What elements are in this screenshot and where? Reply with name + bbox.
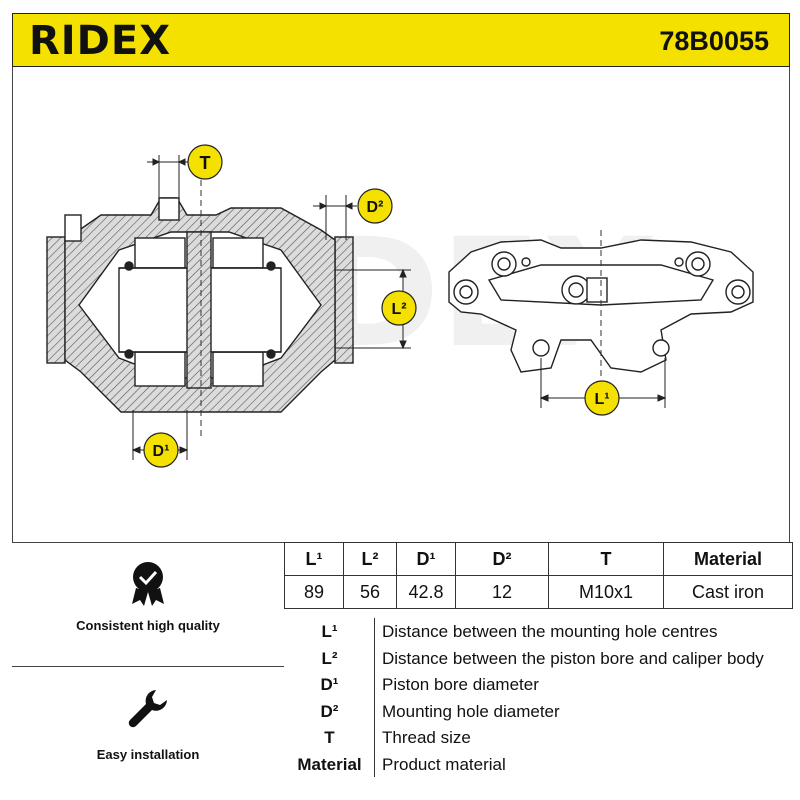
feature-installation: Easy installation xyxy=(12,666,284,787)
wrench-icon xyxy=(128,690,167,728)
legend-row: Material Product material xyxy=(284,750,790,777)
callout-d2-label: D² xyxy=(367,199,384,216)
legend-row: D¹ Piston bore diameter xyxy=(284,671,790,698)
legend-row: D² Mounting hole diameter xyxy=(284,697,790,724)
legend-row: L¹ Distance between the mounting hole ce… xyxy=(284,618,790,645)
legend-desc: Thread size xyxy=(382,728,471,747)
legend-desc: Distance between the mounting hole centr… xyxy=(382,622,718,641)
feature-quality: Consistent high quality xyxy=(12,560,284,665)
spec-header-material: Material xyxy=(663,542,793,576)
brand-logo: RIDEX xyxy=(29,18,172,64)
feature-quality-label: Consistent high quality xyxy=(76,618,220,633)
spec-table: L¹ L² D¹ D² T Material 89 56 42.8 12 M10… xyxy=(284,542,793,609)
technical-drawing-frame: RIDEX xyxy=(12,67,790,543)
part-number: 78B0055 xyxy=(659,26,769,56)
dimension-d2 xyxy=(313,195,357,240)
legend-row: L² Distance between the piston bore and … xyxy=(284,644,790,671)
caliper-section-view xyxy=(46,197,354,413)
callout-d1-label: D¹ xyxy=(153,443,170,460)
spec-value-t: M10x1 xyxy=(548,575,664,609)
spec-header-l1: L¹ xyxy=(284,542,344,576)
legend-key: Material xyxy=(297,754,362,774)
spec-header-d2: D² xyxy=(455,542,549,576)
legend-key: L¹ xyxy=(321,622,338,641)
spec-table-value-row: 89 56 42.8 12 M10x1 Cast iron xyxy=(284,575,793,609)
spec-value-l1: 89 xyxy=(284,575,344,609)
legend-desc: Distance between the piston bore and cal… xyxy=(382,648,764,668)
callout-d1 xyxy=(143,432,179,468)
caliper-technical-drawing: RIDEX xyxy=(46,144,754,468)
legend-key: L² xyxy=(321,648,338,668)
callout-l1-label: L¹ xyxy=(594,391,609,408)
quality-badge-icon xyxy=(132,562,164,606)
callout-t-label: T xyxy=(200,153,211,173)
callout-l2-label: L² xyxy=(391,301,406,318)
callout-d2 xyxy=(357,188,393,224)
spec-header-l2: L² xyxy=(343,542,397,576)
dimension-t xyxy=(147,155,191,200)
spec-value-material: Cast iron xyxy=(663,575,793,609)
legend-row: T Thread size xyxy=(284,724,790,751)
spec-header-d1: D¹ xyxy=(396,542,456,576)
legend-key: T xyxy=(324,728,335,747)
spec-value-l2: 56 xyxy=(343,575,397,609)
legend-desc: Piston bore diameter xyxy=(382,675,539,694)
callout-l2 xyxy=(381,290,417,326)
spec-value-d2: 12 xyxy=(455,575,549,609)
callout-t xyxy=(187,144,223,180)
spec-table-header-row: L¹ L² D¹ D² T Material xyxy=(284,542,793,576)
spec-header-t: T xyxy=(548,542,664,576)
feature-installation-label: Easy installation xyxy=(96,747,200,762)
header-bar: RIDEX 78B0055 xyxy=(12,13,790,67)
legend-desc: Mounting hole diameter xyxy=(382,701,560,721)
legend-key: D² xyxy=(320,701,339,721)
spec-value-d1: 42.8 xyxy=(396,575,456,609)
legend-desc: Product material xyxy=(382,754,506,774)
callout-l1 xyxy=(584,380,620,416)
legend-key: D¹ xyxy=(320,675,339,694)
dimension-legend: L¹ Distance between the mounting hole ce… xyxy=(284,618,790,777)
